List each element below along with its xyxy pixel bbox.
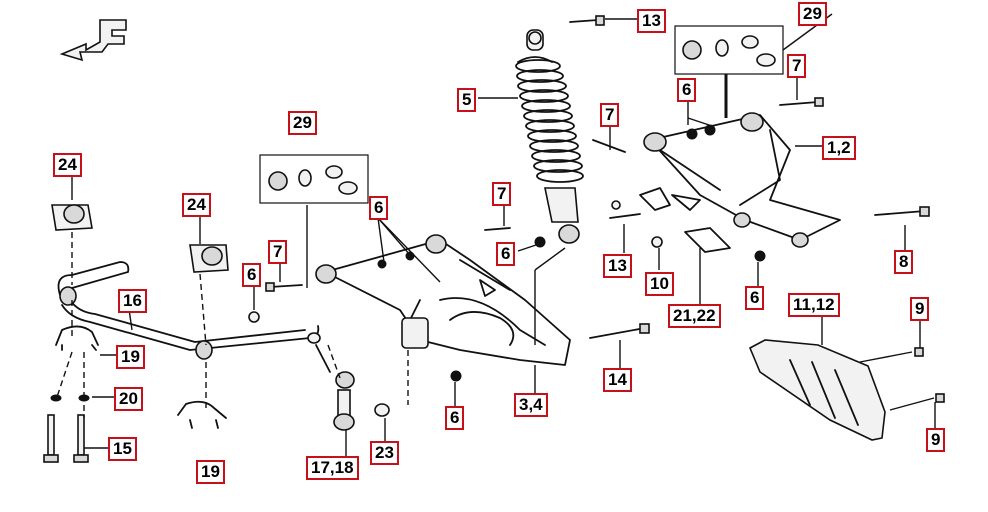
callout-29-left: 29 (288, 111, 317, 135)
callout-5-shock: 5 (457, 88, 477, 112)
callout-7-mid: 7 (600, 103, 620, 127)
callout-21-22-brackets: 21,22 (668, 304, 721, 328)
callout-23: 23 (370, 441, 399, 465)
callout-19-left: 19 (116, 345, 145, 369)
callout-20: 20 (114, 387, 143, 411)
stabilizer-bushing-left (51, 204, 93, 231)
callout-6-bottom: 6 (445, 406, 465, 430)
callout-24-right: 24 (182, 193, 211, 217)
callout-19-lower: 19 (196, 460, 225, 484)
clamp-left (55, 325, 99, 351)
upper-a-arm (643, 112, 841, 248)
callout-9-bottom: 9 (926, 428, 946, 452)
clamp-right (177, 400, 227, 429)
callout-3-4-lower-arm: 3,4 (514, 393, 548, 417)
stabilizer-link (315, 344, 390, 431)
callout-10: 10 (645, 272, 674, 296)
leader-lines (55, 13, 936, 456)
mounting-brackets (639, 187, 731, 253)
lower-a-arm (315, 234, 571, 366)
hardware-kit-right (674, 25, 784, 75)
nuts (248, 124, 945, 403)
callout-14: 14 (603, 368, 632, 392)
stabilizer-bushing-right (189, 244, 229, 273)
callout-15: 15 (108, 437, 137, 461)
callout-6-upper: 6 (677, 78, 697, 102)
callout-6-lower-arm: 6 (369, 196, 389, 220)
callout-6-left: 6 (242, 263, 262, 287)
bolts (265, 15, 930, 339)
callout-24-left: 24 (53, 153, 82, 177)
callout-13-lower: 13 (603, 254, 632, 278)
skid-plate (748, 339, 886, 441)
callout-13-top: 13 (637, 9, 666, 33)
callout-11-12-skid-plate: 11,12 (788, 293, 840, 317)
callout-7-left: 7 (268, 240, 288, 264)
callout-6-right: 6 (745, 286, 765, 310)
callout-8: 8 (894, 250, 914, 274)
callout-6-center: 6 (496, 242, 516, 266)
hardware-kit-left (259, 154, 369, 204)
callout-7-upper-right: 7 (787, 54, 807, 78)
callout-17-18-link: 17,18 (306, 456, 359, 480)
bolts-15 (43, 394, 90, 463)
front-direction-arrow-icon (59, 19, 127, 62)
callout-29-right: 29 (798, 2, 827, 26)
shock-absorber (515, 29, 584, 244)
callout-1-2-upper-arm: 1,2 (822, 136, 856, 160)
callout-9-top: 9 (910, 297, 930, 321)
callout-7-center: 7 (492, 182, 512, 206)
callout-16-stabilizer: 16 (118, 289, 147, 313)
